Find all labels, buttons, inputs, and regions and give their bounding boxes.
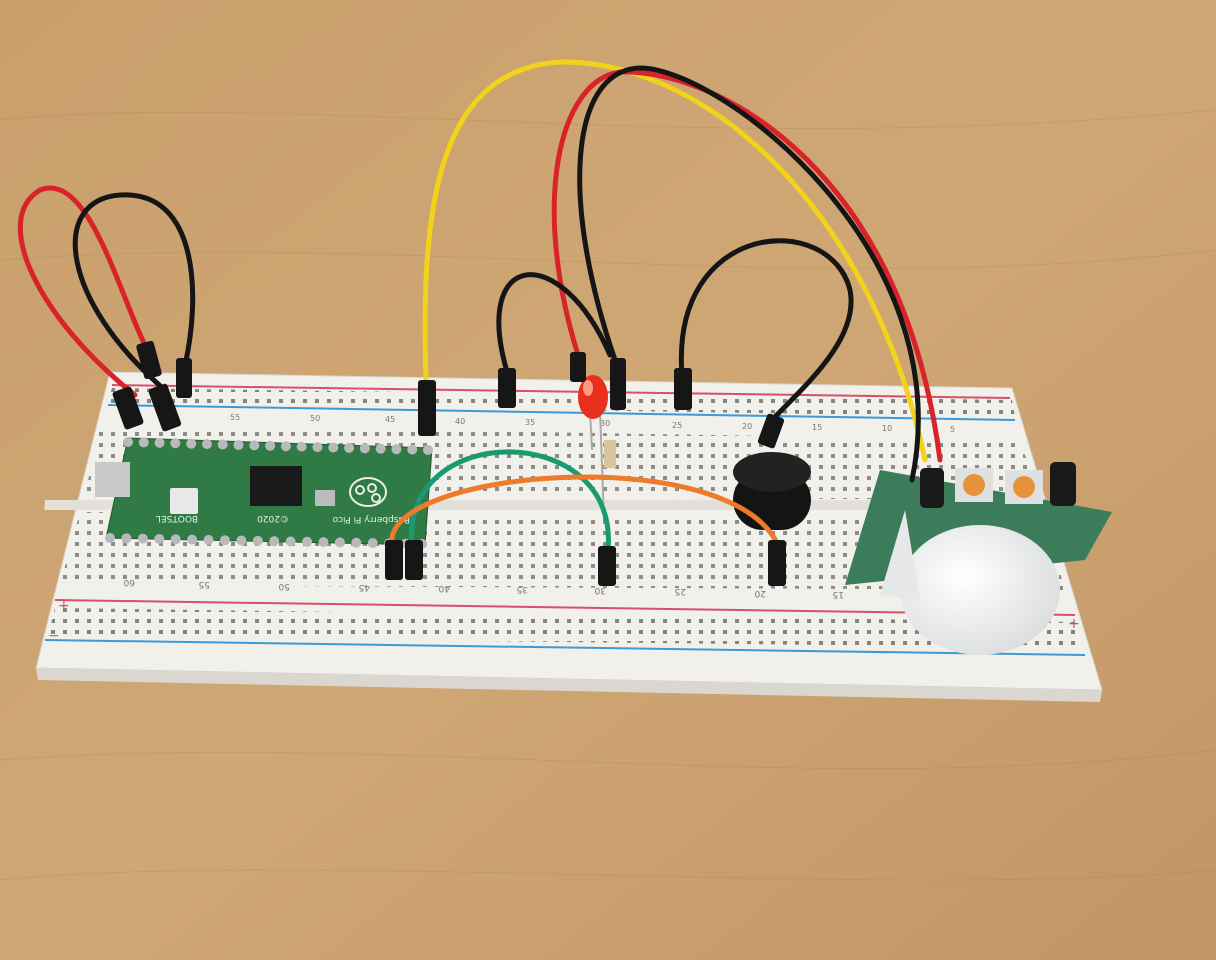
column-number: 15 <box>812 423 822 432</box>
green-wire <box>409 449 611 553</box>
pico-pins <box>105 437 433 549</box>
pico-pin <box>233 439 244 450</box>
wood-grain <box>0 109 1216 881</box>
capacitor <box>1050 462 1076 506</box>
pico-pin <box>138 437 149 448</box>
column-number: 30 <box>594 585 606 595</box>
pico-pin <box>170 438 181 449</box>
column-number: 35 <box>525 418 535 427</box>
column-number: 45 <box>385 415 395 424</box>
column-number: 40 <box>438 583 450 593</box>
pico-pin <box>280 441 291 452</box>
pico-pin <box>217 439 228 450</box>
red-wire <box>551 69 943 463</box>
crystal <box>315 490 335 506</box>
column-number: 10 <box>882 424 892 433</box>
pico-pin <box>423 445 433 455</box>
pico-pin <box>252 535 263 546</box>
column-number: 55 <box>199 579 210 589</box>
pico-pin <box>249 440 260 451</box>
pico-pin <box>154 437 165 448</box>
column-number: 25 <box>675 586 686 596</box>
pico-pin <box>391 444 402 455</box>
raspberry-logo <box>349 477 387 507</box>
pico-pin <box>201 439 212 450</box>
black-wire <box>577 65 921 483</box>
black-wire <box>678 238 854 423</box>
rail-minus-label: − <box>48 628 60 644</box>
pico-pin <box>334 537 345 548</box>
pico-brand-label: Raspberry Pi Pico <box>332 514 410 524</box>
column-number: 15 <box>833 589 844 599</box>
column-number: 50 <box>278 581 290 591</box>
pico-pin <box>312 442 323 453</box>
pico-pin <box>105 533 115 543</box>
pico-pin <box>186 438 197 449</box>
black-wire <box>72 192 196 393</box>
pico-pin <box>302 536 313 547</box>
raspberry-pi-pico: Raspberry Pi Pico ©2020 BOOTSEL <box>95 437 433 549</box>
rail-plus-label: + <box>1068 616 1080 632</box>
yellow-wire <box>422 59 928 463</box>
jumper-wires <box>17 59 943 553</box>
pico-pin <box>265 440 276 451</box>
column-number: 45 <box>359 582 370 592</box>
jumper-plugs <box>112 340 786 586</box>
pico-pin <box>170 534 181 545</box>
pico-pin <box>375 443 386 454</box>
pico-pin <box>137 533 148 544</box>
pico-pin <box>187 534 198 545</box>
red-led <box>578 375 608 521</box>
top-column-numbers: 55 50 45 40 35 30 25 20 15 10 5 <box>230 413 955 434</box>
pico-pin <box>203 534 214 545</box>
pico-pin <box>367 538 378 549</box>
pico-pin <box>236 535 247 546</box>
pico-pin <box>318 537 329 548</box>
pico-year-label: ©2020 <box>257 513 289 523</box>
capacitor <box>920 468 944 508</box>
rail-plus-label: + <box>58 598 70 614</box>
bootsel-button <box>170 488 198 514</box>
column-number: 5 <box>950 425 955 434</box>
pico-pin <box>328 442 339 453</box>
buzzer <box>733 452 811 530</box>
pir-motion-sensor <box>845 462 1112 655</box>
column-number: 20 <box>742 422 752 431</box>
bootsel-label: BOOTSEL <box>156 513 198 523</box>
usb-port <box>95 462 130 497</box>
rp2040-chip <box>250 466 302 506</box>
column-number: 40 <box>455 417 465 426</box>
top-rail-red-line <box>111 384 1011 399</box>
column-number: 60 <box>123 577 135 587</box>
pico-pin <box>285 536 296 547</box>
pico-pin <box>219 535 230 546</box>
column-number: 20 <box>754 588 766 598</box>
column-number: 50 <box>310 414 320 423</box>
bottom-rail-blue-line <box>44 639 1086 656</box>
pico-pin <box>296 441 307 452</box>
red-wire <box>17 185 153 398</box>
column-number: 35 <box>517 584 528 594</box>
orange-wire <box>389 474 781 548</box>
resistor <box>604 440 616 468</box>
column-number: 55 <box>230 413 240 422</box>
pico-pin <box>351 537 362 548</box>
column-number: 25 <box>672 421 682 430</box>
pico-pin <box>344 442 355 453</box>
pico-pin <box>154 533 165 544</box>
column-number: 30 <box>600 419 610 428</box>
top-rail-blue-line <box>107 404 1016 421</box>
black-wire <box>496 272 613 378</box>
pico-pin <box>407 444 418 455</box>
pico-pin <box>269 536 280 547</box>
pico-pin <box>359 443 370 454</box>
pico-pin <box>121 533 132 544</box>
fresnel-lens-dome <box>900 525 1060 655</box>
pico-pin <box>123 437 133 447</box>
bottom-column-numbers: 60 55 50 45 40 35 30 25 20 15 <box>123 577 844 599</box>
